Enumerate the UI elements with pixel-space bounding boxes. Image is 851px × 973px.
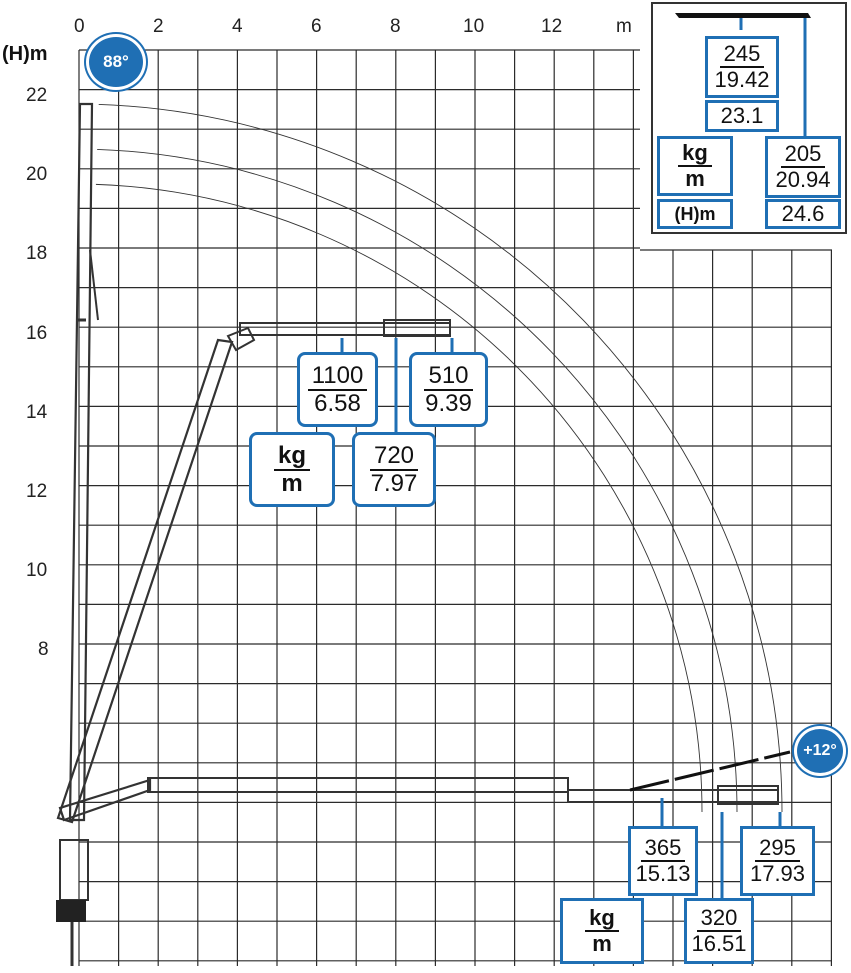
inset-load-box-1: 245 19.42 — [705, 36, 779, 98]
unit-m: m — [281, 469, 303, 497]
boom-cylinder — [89, 249, 99, 321]
reach-arc-mid — [97, 148, 738, 813]
min-angle-label: +12° — [803, 742, 837, 759]
upper-load-box-2: 720 7.97 — [352, 432, 436, 507]
inset-load-box-2: 205 20.94 — [765, 136, 841, 198]
y-tick-label: 14 — [26, 402, 48, 423]
load-reach: 7.97 — [370, 469, 418, 497]
unit-kg: kg — [273, 442, 310, 471]
upper-load-box-3: 510 9.39 — [409, 352, 488, 427]
boom-lower-arm — [58, 778, 152, 822]
inset-units-box: kg m — [657, 136, 733, 196]
load-reach: 17.93 — [749, 861, 806, 886]
load-kg: 245 — [719, 42, 765, 68]
inset-height-box-2: 24.6 — [765, 199, 841, 229]
inset-drawing — [675, 13, 811, 141]
reach-arc-outer — [98, 103, 783, 813]
y-tick-label: 8 — [38, 639, 49, 660]
jib-lower-tip — [717, 785, 779, 805]
crane-base — [56, 900, 86, 922]
load-reach: 19.42 — [714, 67, 770, 92]
reach-arcs — [95, 103, 783, 813]
load-kg: 365 — [640, 836, 686, 862]
unit-kg: kg — [678, 141, 712, 167]
min-angle-badge: +12° — [794, 726, 846, 776]
x-tick-label: 4 — [232, 16, 243, 37]
max-angle-badge: 88° — [86, 34, 146, 90]
jib-upper — [239, 322, 451, 336]
load-kg: 320 — [696, 906, 742, 932]
boom-vertical — [68, 102, 94, 822]
unit-m: m — [592, 931, 612, 956]
load-reach: 15.13 — [635, 861, 691, 886]
load-kg: 720 — [369, 442, 419, 471]
load-kg: 1100 — [307, 362, 368, 391]
lower-load-box-3: 295 17.93 — [740, 826, 815, 896]
leader-lines — [340, 338, 782, 898]
boom-horizontal — [147, 777, 569, 793]
lower-units-box: kg m — [560, 898, 644, 964]
boom-knuckle — [226, 326, 256, 352]
load-kg: 205 — [780, 142, 826, 168]
x-tick-label: 6 — [311, 16, 322, 37]
jib-raised-line — [629, 750, 791, 792]
inset-height-box-1: 23.1 — [705, 100, 779, 132]
crane-drawings — [56, 102, 791, 966]
upper-units-box: kg m — [249, 432, 335, 507]
load-reach: 9.39 — [425, 389, 472, 417]
jib-upper-tip — [383, 319, 451, 337]
height-value: 24.6 — [781, 201, 825, 226]
crane-column — [59, 839, 89, 901]
inset-height-label-box: (H)m — [657, 199, 733, 229]
unit-m: m — [685, 166, 705, 191]
reach-arc-inner — [95, 183, 703, 813]
load-kg: 295 — [755, 836, 800, 862]
jib-icon-bar — [675, 13, 811, 18]
upper-load-box-1: 1100 6.58 — [297, 352, 378, 427]
load-reach: 16.51 — [691, 931, 747, 956]
y-tick-label: 20 — [26, 164, 47, 185]
x-axis-unit: m — [616, 16, 632, 37]
load-reach: 20.94 — [775, 167, 831, 192]
y-axis-title: (H)m — [2, 43, 48, 65]
load-reach: 6.58 — [314, 389, 361, 417]
height-unit-label: (H)m — [674, 203, 716, 224]
lower-load-box-2: 320 16.51 — [684, 898, 754, 964]
lower-load-box-1: 365 15.13 — [628, 826, 698, 896]
y-tick-label: 22 — [26, 85, 47, 106]
x-tick-label: 8 — [390, 16, 401, 37]
y-tick-label: 16 — [26, 323, 47, 344]
x-tick-label: 10 — [463, 16, 484, 37]
x-tick-label: 0 — [74, 16, 85, 37]
load-kg: 510 — [424, 362, 473, 391]
unit-kg: kg — [585, 906, 619, 932]
x-tick-label: 2 — [153, 16, 164, 37]
y-tick-label: 18 — [26, 243, 47, 264]
jib-inset-panel: 245 19.42 23.1 kg m (H)m 205 20.94 24.6 — [651, 2, 847, 234]
axis-labels: (H)m m 0 2 4 6 8 10 12 22 20 18 16 14 12… — [2, 16, 632, 660]
y-tick-label: 12 — [26, 481, 47, 502]
x-tick-label: 12 — [541, 16, 562, 37]
y-tick-label: 10 — [26, 560, 47, 581]
grid — [78, 49, 833, 966]
height-value: 23.1 — [720, 103, 764, 128]
max-angle-label: 88° — [103, 52, 129, 71]
